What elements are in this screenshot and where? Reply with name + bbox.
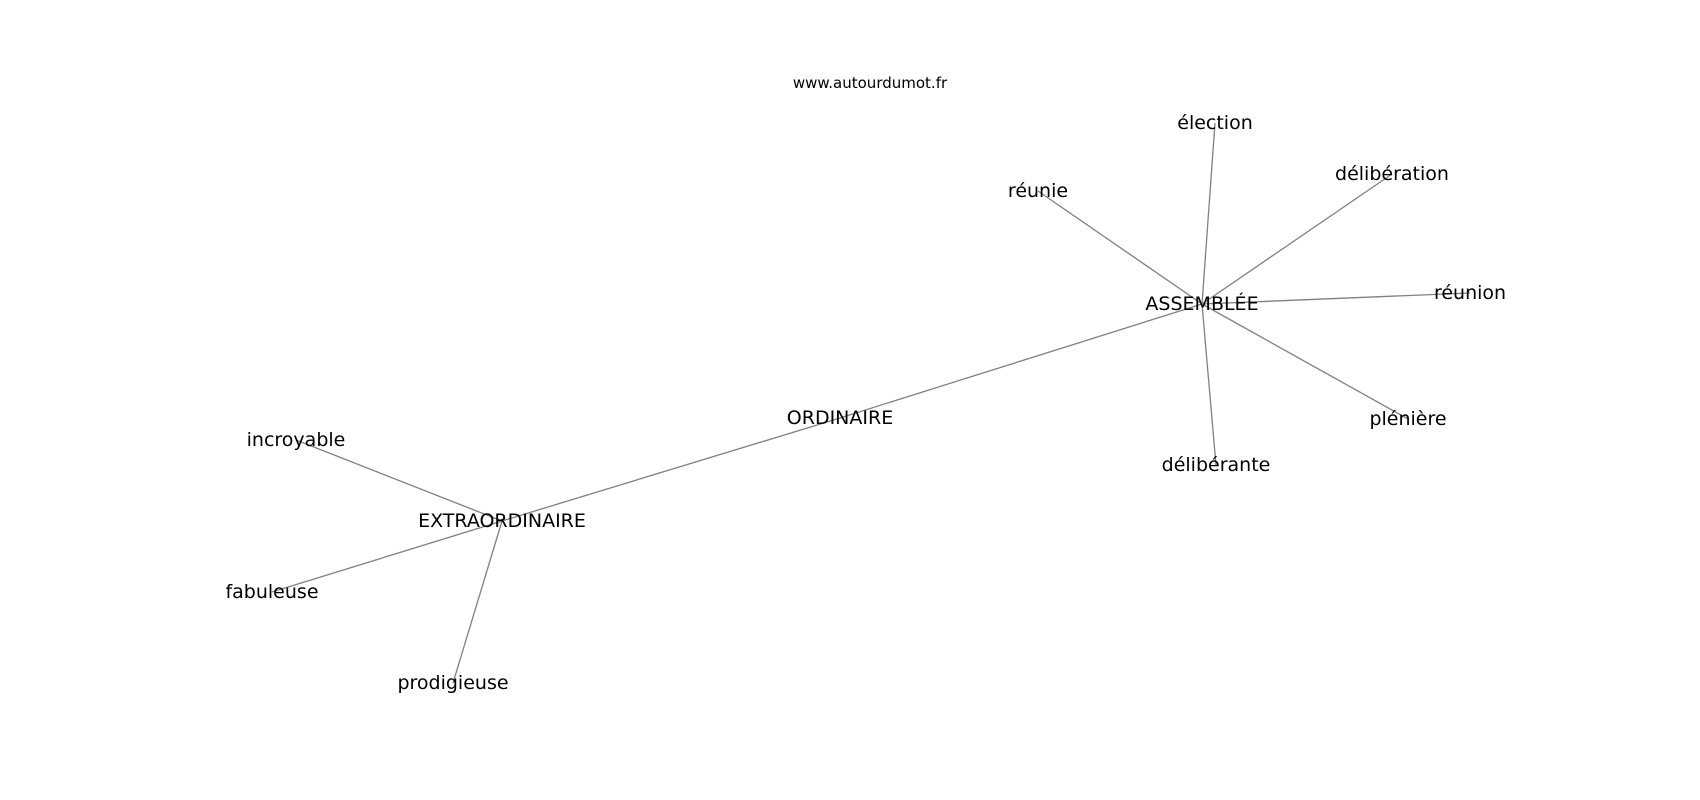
edge-assemblee-election bbox=[1201, 122, 1216, 305]
edge-assemblee-reunion bbox=[1201, 292, 1471, 305]
source-watermark: www.autourdumot.fr bbox=[793, 74, 948, 92]
node-label-reunie: réunie bbox=[1008, 180, 1068, 202]
edge-assemblee-deliberation bbox=[1201, 173, 1393, 305]
edges-layer bbox=[271, 122, 1471, 684]
edge-assemblee-deliberante bbox=[1201, 303, 1217, 466]
edge-assemblee-pleniere bbox=[1201, 303, 1409, 420]
node-label-prodigieuse: prodigieuse bbox=[397, 672, 508, 694]
node-label-reunion: réunion bbox=[1434, 282, 1506, 304]
node-label-election: élection bbox=[1177, 112, 1253, 134]
node-label-incroyable: incroyable bbox=[247, 429, 346, 451]
node-label-extraordinaire: EXTRAORDINAIRE bbox=[418, 510, 586, 532]
labels-layer: ASSEMBLÉE ORDINAIRE EXTRAORDINAIRE élection… bbox=[225, 112, 1506, 694]
node-label-ordinaire: ORDINAIRE bbox=[787, 407, 893, 429]
node-label-pleniere: plénière bbox=[1369, 408, 1446, 430]
edge-extraordinaire-incroyable bbox=[295, 439, 503, 522]
edge-assemblee-reunie bbox=[1037, 190, 1203, 305]
edge-extraordinaire-prodigieuse bbox=[452, 520, 503, 684]
edge-assemblee-ordinaire bbox=[839, 303, 1203, 419]
node-label-deliberation: délibération bbox=[1335, 163, 1449, 185]
node-label-assemblee: ASSEMBLÉE bbox=[1145, 292, 1258, 315]
node-label-deliberante: délibérante bbox=[1162, 454, 1271, 476]
edge-extraordinaire-fabuleuse bbox=[271, 520, 503, 593]
edge-ordinaire-extraordinaire bbox=[501, 417, 841, 522]
node-label-fabuleuse: fabuleuse bbox=[225, 581, 318, 603]
